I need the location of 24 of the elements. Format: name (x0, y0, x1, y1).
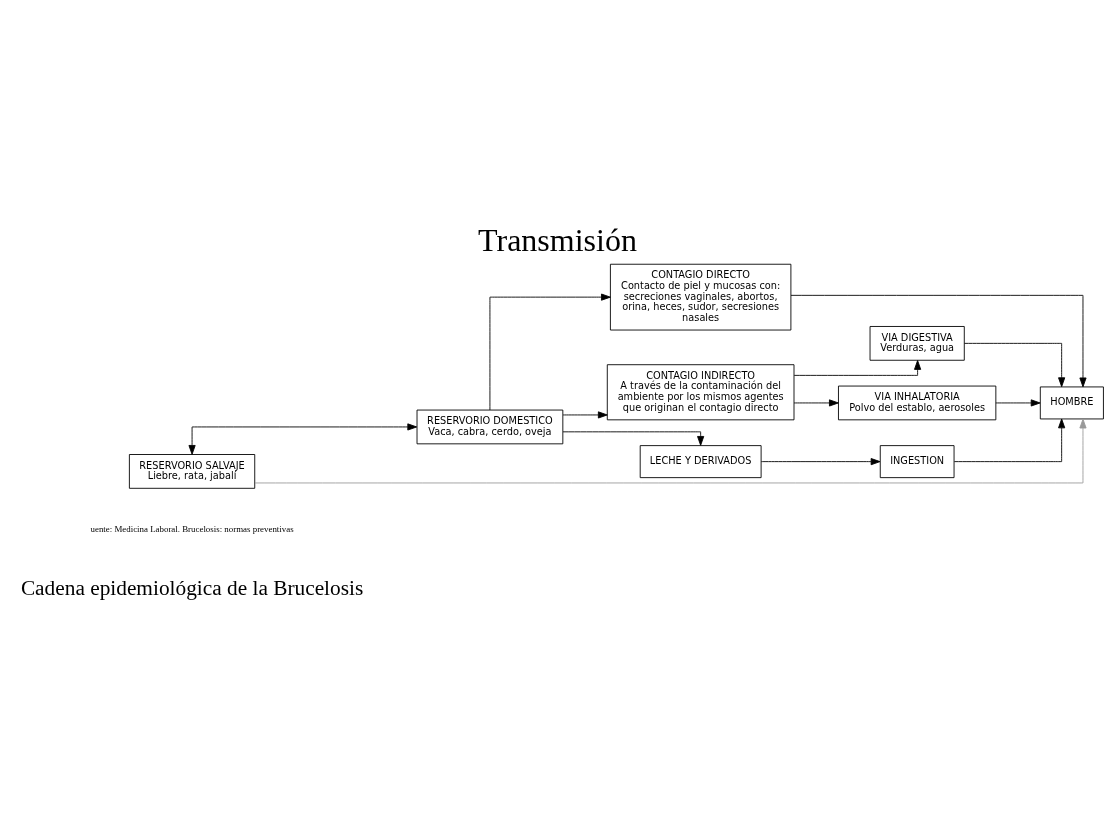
node-box: LECHE Y DERIVADOS (639, 444, 762, 478)
diagram-title: Transmisión (478, 221, 637, 258)
node-box: VIA DIGESTIVA Verduras, agua (869, 325, 965, 361)
arrow (254, 418, 1087, 483)
arrow (760, 457, 881, 465)
node-box: CONTAGIO DIRECTO Contacto de piel y mucosas con: secreciones vaginales, abortos, orina, heces, sudor, secresiones nasales (609, 263, 792, 330)
node-box: CONTAGIO INDIRECTO A través de la contaminación del ambiente por los mismos agentes que originan el contagio directo (606, 363, 795, 420)
arrow (562, 410, 608, 418)
arrow (489, 293, 611, 410)
caption: uente: Medicina Laboral. Brucelosis: normas preventivas (90, 523, 294, 534)
node-box: VIA INHALATORIA Polvo del establo, aerosoles (838, 385, 997, 420)
arrow (188, 422, 418, 455)
arrow (790, 294, 1087, 387)
arrow (562, 430, 705, 446)
node-box: HOMBRE (1039, 386, 1104, 419)
node-box: RESERVORIO DOMESTICO Vaca, cabra, cerdo, oveja (416, 409, 564, 444)
arrow (953, 418, 1066, 462)
arrow (995, 398, 1041, 406)
label: Cadena epidemiológica de la Brucelosis (20, 575, 364, 600)
arrow (964, 342, 1066, 387)
node-box: INGESTION (879, 444, 955, 478)
node-box: RESERVORIO SALVAJE Liebre, rata, jabalí (128, 453, 256, 489)
arrow (793, 398, 839, 406)
arrow (793, 359, 922, 376)
